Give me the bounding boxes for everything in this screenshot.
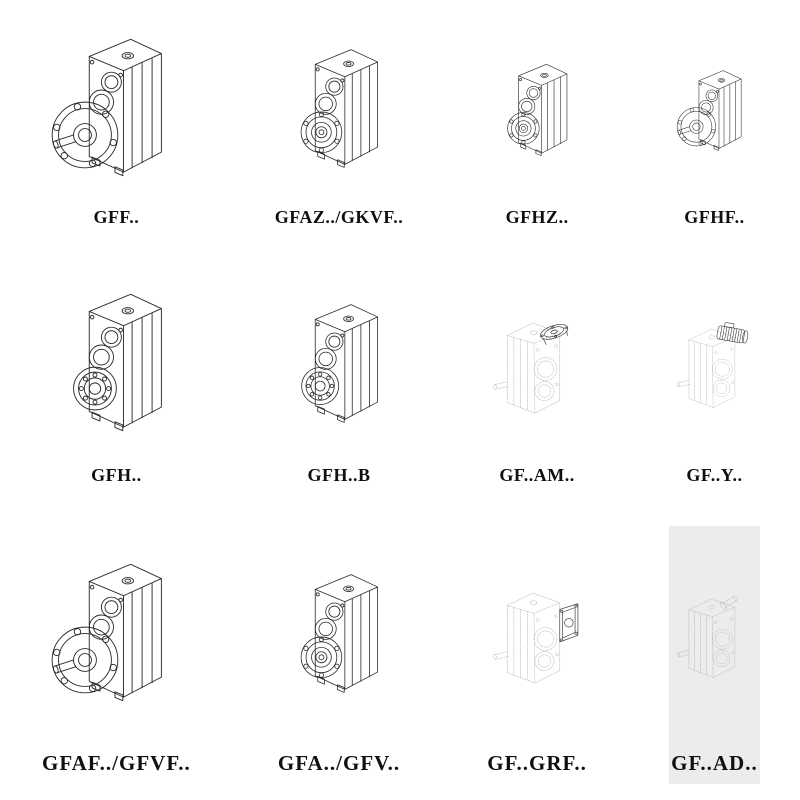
variant-cell-gfa-gfv: GFA../GFV.. <box>273 526 406 784</box>
model-label: GF..AM.. <box>499 465 575 485</box>
gearbox-flange-output-drawing <box>51 563 162 702</box>
variant-cell-gfh: GFH.. <box>40 268 193 494</box>
gearbox-rear-with-motor-drawing <box>676 321 750 408</box>
gearbox-hollow-shaft-drawing <box>300 574 379 693</box>
model-label: GFA../GFV.. <box>277 751 401 775</box>
model-label: GFAZ../GKVF.. <box>274 207 404 227</box>
gearbox-flange-output-drawing <box>51 38 162 177</box>
variant-cell-gf-ad: GF..AD.. <box>668 526 760 784</box>
model-label: GFHZ.. <box>505 207 569 227</box>
model-label: GF..Y.. <box>686 465 743 485</box>
variant-cell-gff: GFF.. <box>40 16 193 236</box>
variant-cell-gf-y: GF..Y.. <box>669 268 760 494</box>
gearbox-bearing-output-drawing <box>73 293 162 432</box>
model-label: GFHF.. <box>684 207 745 227</box>
gearbox-bearing-output-drawing <box>301 304 379 423</box>
model-label: GFH..B <box>307 465 371 485</box>
model-label: GFH.. <box>91 465 142 485</box>
gearbox-hollow-shaft-drawing <box>300 49 379 168</box>
gearbox-flange-output-drawing <box>676 70 742 151</box>
gearbox-rear-input-shaft-drawing <box>676 593 739 678</box>
variant-cell-gfh-b: GFH..B <box>273 268 406 494</box>
variant-cell-gf-am: GF..AM.. <box>485 268 589 494</box>
model-label: GF..AD.. <box>671 751 758 775</box>
variant-cell-gfhf: GFHF.. <box>669 16 760 236</box>
variant-cell-gf-grf: GF..GRF.. <box>485 526 589 784</box>
model-label: GFF.. <box>93 207 140 227</box>
gearbox-rear-motor-adapter-flange-drawing <box>493 321 572 414</box>
variant-cell-gfhz: GFHZ.. <box>485 16 589 236</box>
variant-cell-gfaf-gfvf: GFAF../GFVF.. <box>40 526 193 784</box>
model-label: GF..GRF.. <box>487 751 587 775</box>
gearbox-rear-adapter-box-drawing <box>493 592 579 684</box>
gearbox-hollow-shaft-drawing <box>507 63 568 156</box>
model-label: GFAF../GFVF.. <box>42 751 191 775</box>
variant-cell-gfaz-gkvf: GFAZ../GKVF.. <box>273 16 406 236</box>
